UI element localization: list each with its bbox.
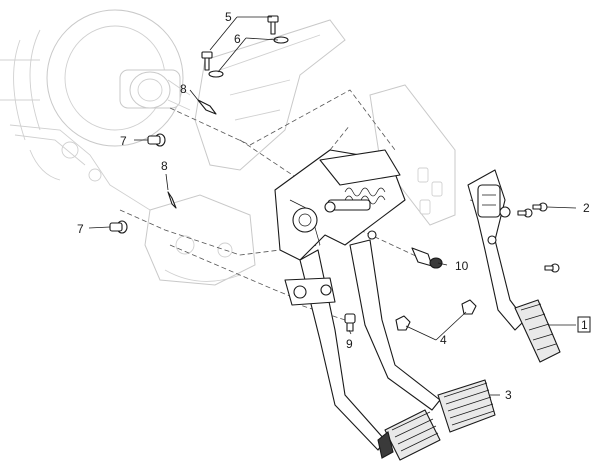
- pedal-box: [274, 149, 406, 261]
- nut-4a: [395, 315, 411, 331]
- brake-booster: [46, 9, 184, 147]
- leader-lines: [88, 16, 577, 396]
- clutch-pedal: [284, 249, 441, 461]
- bulkhead-bracket: [194, 19, 346, 171]
- accelerator-pad: [514, 299, 561, 363]
- clutch-pad: [377, 409, 441, 461]
- bushing-10: [411, 247, 443, 269]
- callout-1-highlight-box: [577, 316, 591, 333]
- callout-5: 5: [225, 10, 232, 24]
- callout-7-lower: 7: [77, 222, 84, 236]
- stud-9: [344, 313, 356, 332]
- pin-8a: [197, 99, 217, 115]
- pin-8b: [167, 191, 177, 209]
- callout-6: 6: [234, 32, 241, 46]
- callout-4: 4: [440, 333, 447, 347]
- bolt-5b: [201, 51, 213, 71]
- background-context: [0, 9, 456, 286]
- return-spring: [344, 187, 386, 205]
- callout-7-upper: 7: [120, 134, 127, 148]
- brake-pedal: [349, 239, 496, 433]
- screw-2c: [544, 263, 560, 273]
- callout-2: 2: [583, 201, 590, 215]
- bolt-5a: [267, 15, 279, 35]
- accelerator-pedal: [467, 169, 561, 363]
- brake-pad: [437, 379, 496, 433]
- callout-3: 3: [505, 388, 512, 402]
- lower-bulkhead: [144, 194, 256, 286]
- screw-2a: [532, 202, 548, 212]
- bolt-7b: [109, 220, 128, 234]
- callout-9: 9: [346, 337, 353, 351]
- callout-10: 10: [455, 259, 469, 273]
- callout-1[interactable]: 1: [581, 318, 588, 332]
- nut-4b: [461, 299, 477, 315]
- callout-8-lower: 8: [161, 159, 168, 173]
- bolt-7a: [147, 133, 166, 147]
- callout-labels: 5 6 8 7 8 7 9 10 4 3 2 1: [77, 10, 591, 402]
- screw-2b: [517, 208, 533, 218]
- fasteners: [109, 15, 560, 332]
- washer-6b: [208, 70, 224, 78]
- master-cylinder: [119, 69, 191, 111]
- callout-8-upper: 8: [180, 82, 187, 96]
